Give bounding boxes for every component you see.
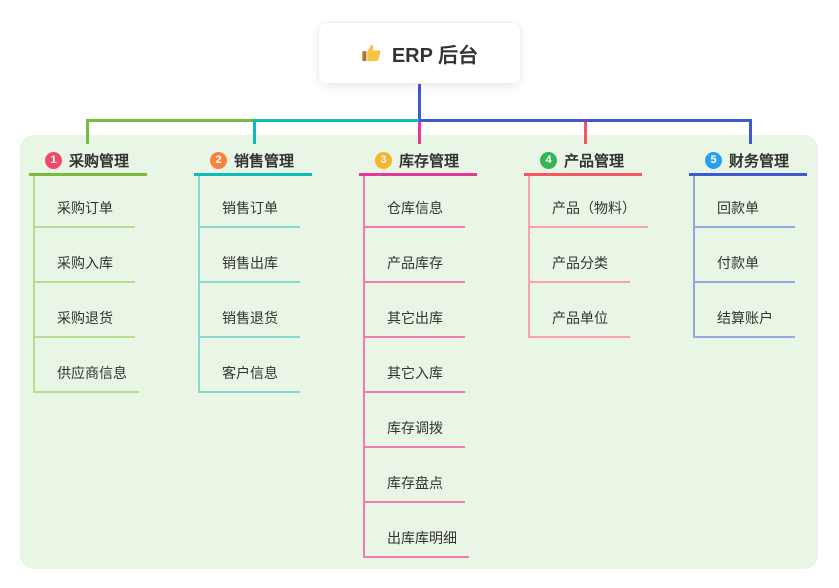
node-label: 客户信息 — [222, 365, 278, 381]
branch-items: 销售订单销售出库销售退货客户信息 — [198, 176, 300, 393]
branch-5: 5 财务管理回款单付款单结算账户 — [689, 148, 807, 338]
node-label: 其它入库 — [387, 365, 443, 381]
mindmap-node[interactable]: 供应商信息 — [35, 338, 139, 393]
node-label: 结算账户 — [717, 310, 773, 326]
mindmap-node[interactable]: 出库库明细 — [365, 503, 469, 558]
mindmap-node[interactable]: 销售退货 — [200, 283, 300, 338]
root-title: ERP 后台 — [391, 44, 479, 67]
branch-title[interactable]: 3 库存管理 — [359, 148, 477, 176]
branch-index-badge: 1 — [45, 152, 62, 169]
mindmap-node[interactable]: 其它入库 — [365, 338, 465, 393]
branch-1: 1 采购管理采购订单采购入库采购退货供应商信息 — [29, 148, 147, 393]
branch-drop-5 — [749, 119, 752, 144]
branches-background-panel — [20, 135, 818, 569]
node-label: 仓库信息 — [387, 200, 443, 216]
mindmap-node[interactable]: 产品库存 — [365, 228, 465, 283]
branch-drop-1 — [86, 119, 89, 144]
mindmap-node[interactable]: 客户信息 — [200, 338, 300, 393]
node-label: 采购订单 — [57, 200, 113, 216]
branch-title[interactable]: 1 采购管理 — [29, 148, 147, 176]
mindmap-node[interactable]: 库存盘点 — [365, 448, 465, 503]
mindmap-node[interactable]: 结算账户 — [695, 283, 795, 338]
branch-title-label: 库存管理 — [399, 153, 460, 170]
bus-segment-3 — [419, 119, 752, 122]
bus-segment-1 — [87, 119, 255, 122]
node-label: 回款单 — [717, 200, 759, 216]
branch-title[interactable]: 2 销售管理 — [194, 148, 312, 176]
node-label: 其它出库 — [387, 310, 443, 326]
branch-index-badge: 2 — [210, 152, 227, 169]
node-label: 采购入库 — [57, 255, 113, 271]
node-label: 库存盘点 — [387, 475, 443, 491]
branch-drop-3 — [418, 122, 421, 144]
node-label: 产品库存 — [387, 255, 443, 271]
node-label: 出库库明细 — [387, 530, 457, 546]
mindmap-node[interactable]: 销售出库 — [200, 228, 300, 283]
node-label: 采购退货 — [57, 310, 113, 326]
node-label: 产品分类 — [552, 255, 608, 271]
branch-title[interactable]: 5 财务管理 — [689, 148, 807, 176]
mindmap-node[interactable]: 销售订单 — [200, 176, 300, 228]
mindmap-node[interactable]: 采购订单 — [35, 176, 135, 228]
branch-2: 2 销售管理销售订单销售出库销售退货客户信息 — [194, 148, 312, 393]
branch-index-badge: 5 — [705, 152, 722, 169]
branch-title[interactable]: 4 产品管理 — [524, 148, 642, 176]
branch-items: 采购订单采购入库采购退货供应商信息 — [33, 176, 139, 393]
mindmap-node[interactable]: 仓库信息 — [365, 176, 465, 228]
mindmap-node[interactable]: 库存调拨 — [365, 393, 465, 448]
branch-title-label: 财务管理 — [729, 153, 790, 170]
mindmap-node[interactable]: 产品单位 — [530, 283, 630, 338]
node-label: 付款单 — [717, 255, 759, 271]
branch-index-badge: 3 — [375, 152, 392, 169]
node-label: 销售订单 — [222, 200, 278, 216]
root-connector-line — [418, 84, 421, 122]
mindmap-node[interactable]: 付款单 — [695, 228, 795, 283]
mindmap-node[interactable]: 回款单 — [695, 176, 795, 228]
branch-title-label: 采购管理 — [69, 153, 130, 170]
node-label: 供应商信息 — [57, 365, 127, 381]
root-node[interactable]: ERP 后台 — [318, 22, 521, 84]
branch-3: 3 库存管理仓库信息产品库存其它出库其它入库库存调拨库存盘点出库库明细 — [359, 148, 477, 558]
mindmap-node[interactable]: 产品分类 — [530, 228, 630, 283]
branch-drop-2 — [253, 119, 256, 144]
thumbs-up-icon — [361, 42, 383, 64]
mindmap-node[interactable]: 其它出库 — [365, 283, 465, 338]
branch-title-label: 销售管理 — [234, 153, 295, 170]
branch-title-label: 产品管理 — [564, 153, 625, 170]
node-label: 产品单位 — [552, 310, 608, 326]
node-label: 销售出库 — [222, 255, 278, 271]
branch-items: 仓库信息产品库存其它出库其它入库库存调拨库存盘点出库库明细 — [363, 176, 469, 558]
mindmap-node[interactable]: 采购退货 — [35, 283, 135, 338]
bus-segment-2 — [255, 119, 419, 122]
branch-drop-4 — [584, 122, 587, 144]
mindmap-node[interactable]: 采购入库 — [35, 228, 135, 283]
mindmap-node[interactable]: 产品（物料） — [530, 176, 648, 228]
branch-4: 4 产品管理产品（物料） 产品分类产品单位 — [524, 148, 648, 338]
node-label: 产品（物料） — [552, 200, 636, 216]
branch-items: 回款单付款单结算账户 — [693, 176, 795, 338]
node-label: 库存调拨 — [387, 420, 443, 436]
node-label: 销售退货 — [222, 310, 278, 326]
branch-index-badge: 4 — [540, 152, 557, 169]
branch-items: 产品（物料） 产品分类产品单位 — [528, 176, 648, 338]
